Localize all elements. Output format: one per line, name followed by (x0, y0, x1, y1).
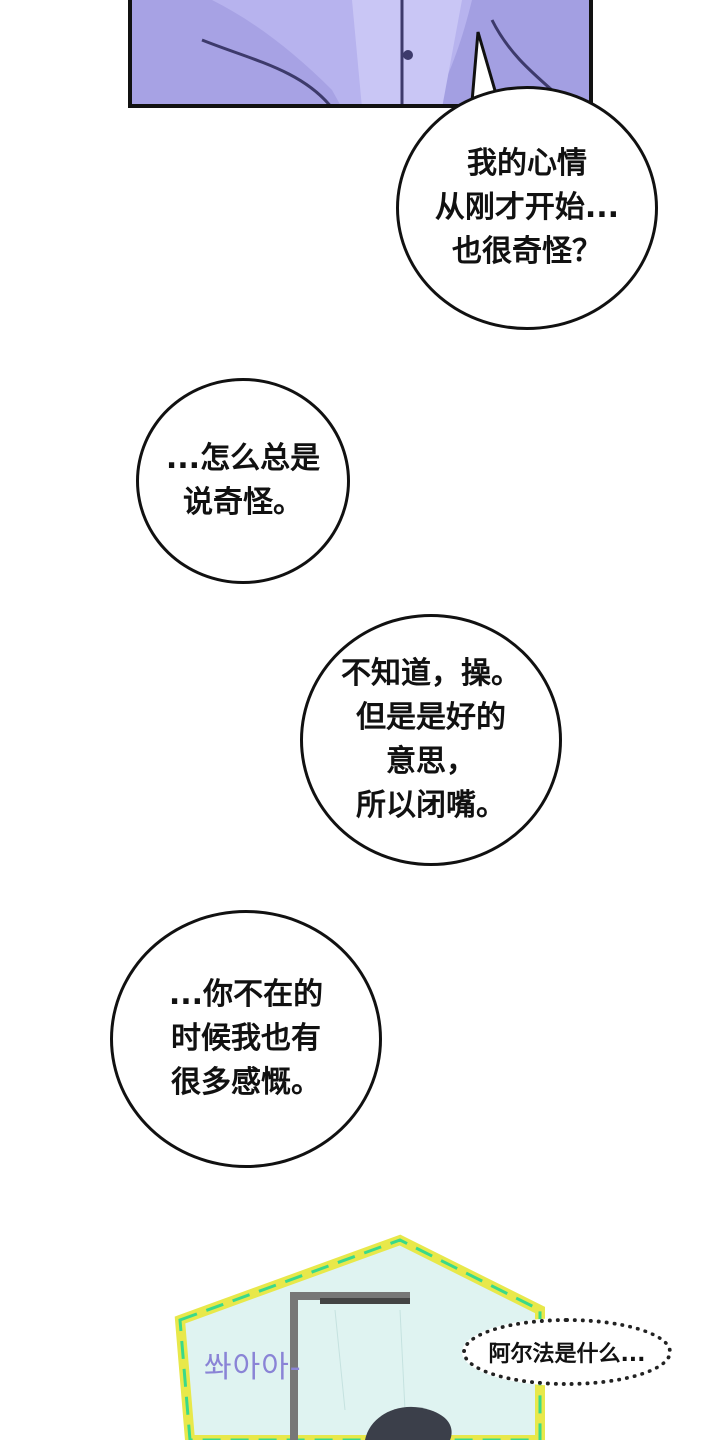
shower-booth-illustration (174, 1234, 545, 1440)
speech-text-2: ...怎么总是 说奇怪。 (165, 441, 321, 520)
speech-bubble-1: 我的心情 从刚才开始... 也很奇怪？ (396, 86, 658, 330)
sound-effect-text: 쏴아아- (204, 1350, 302, 1385)
speech-bubble-4: ...你不在的 时候我也有 很多感慨。 (110, 910, 382, 1168)
speech-text-3: 不知道，操。 但是是好的 意思， 所以闭嘴。 (341, 656, 521, 823)
thought-bubble: 阿尔法是什么... (462, 1318, 672, 1386)
speech-bubble-3: 不知道，操。 但是是好的 意思， 所以闭嘴。 (300, 614, 562, 866)
top-illustration-panel (128, 0, 593, 108)
speech-bubble-2: ...怎么总是 说奇怪。 (136, 378, 350, 584)
thought-bubble-text: 阿尔法是什么... (488, 1342, 646, 1367)
speech-text-4: ...你不在的 时候我也有 很多感慨。 (168, 977, 324, 1100)
speech-text-1: 我的心情 从刚才开始... 也很奇怪？ (434, 146, 620, 269)
